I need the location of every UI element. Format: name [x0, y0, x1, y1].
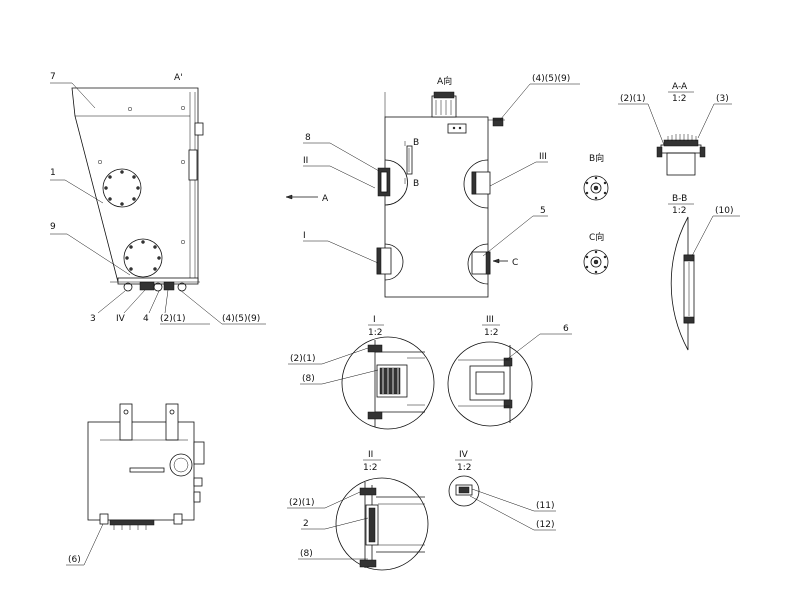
main-view-level-gauge: [406, 145, 413, 175]
main-view-top-label: A向: [437, 75, 452, 87]
detail-I: I 1:2 (2)(1) (8): [288, 315, 435, 430]
detail-III-circle: [447, 341, 533, 427]
section-bb-outline: [670, 216, 689, 351]
section-aa: A-A 1:2 (2)(1) (3): [618, 82, 732, 176]
section-bb-callout-10: (10): [715, 206, 733, 216]
callout-1: 1: [50, 168, 56, 178]
callout-III: III: [539, 152, 547, 162]
callout-3: 3: [90, 314, 96, 324]
detail-I-callout-2-1: (2)(1): [290, 354, 316, 364]
detail-I-callout-8: (8): [302, 374, 315, 384]
bottom-view-callout-6: (6): [68, 555, 81, 565]
detail-II-callout-2-1: (2)(1): [289, 498, 315, 508]
c-direction-flange: [583, 249, 609, 275]
side-view-lower-flange: [123, 238, 163, 278]
callout-4-5-9: (4)(5)(9): [222, 314, 260, 324]
bottom-view-right-lug: [165, 403, 179, 441]
side-view: [71, 87, 204, 292]
bottom-view-slot: [129, 467, 165, 473]
side-view-callouts: 7 A' 1 9 3 IV 4 (2)(1) (4)(5)(9): [50, 72, 266, 325]
detail-III-scale: 1:2: [484, 328, 498, 338]
detail-II-circle: [335, 477, 429, 571]
detail-II: II 1:2 (2)(1) 2 (8): [287, 450, 429, 571]
detail-IV-callout-12: (12): [536, 520, 554, 530]
main-view-detail-III-outline: [463, 159, 489, 209]
callout-2-1: (2)(1): [160, 314, 186, 324]
detail-II-callout-8: (8): [300, 549, 313, 559]
callout-5: 5: [540, 206, 546, 216]
section-mark-b-bottom: B: [413, 179, 419, 189]
side-view-side-bracket: [188, 149, 198, 181]
section-aa-callout-2-1: (2)(1): [620, 94, 646, 104]
main-view-lower-right-outline: [467, 243, 489, 285]
b-direction-flange: [583, 175, 609, 201]
detail-IV: IV 1:2 (11) (12): [448, 450, 556, 531]
main-view: [376, 91, 505, 298]
section-bb-scale: 1:2: [672, 206, 686, 216]
section-bb: B-B 1:2 (10): [668, 194, 740, 351]
detail-III-title: III: [486, 315, 494, 325]
main-view-labels: A向 (4)(5)(9) 8 II III I 5 B B A C: [285, 74, 580, 268]
main-view-filler-cap: [431, 95, 457, 118]
c-direction-label: C向: [589, 231, 604, 243]
main-view-detail-I-outline: [384, 243, 404, 281]
detail-I-title: I: [373, 315, 376, 325]
section-aa-scale: 1:2: [672, 94, 686, 104]
bottom-view-round-port: [169, 453, 193, 477]
bottom-view-left-lug: [119, 403, 133, 441]
main-view-top-right-callout: (4)(5)(9): [532, 74, 570, 84]
callout-IV: IV: [116, 314, 126, 324]
detail-IV-scale: 1:2: [457, 463, 471, 473]
callout-I: I: [303, 231, 306, 241]
detail-IV-circle: [448, 475, 480, 507]
arrow-C-label: C: [512, 258, 518, 268]
main-view-detail-II-outline: [384, 159, 408, 206]
callout-9: 9: [50, 222, 56, 232]
side-view-upper-flange: [102, 168, 142, 208]
detail-II-title: II: [368, 450, 373, 460]
arrow-A-label: A: [322, 194, 329, 204]
section-aa-callout-3: (3): [716, 94, 729, 104]
side-view-body: [71, 87, 199, 283]
direction-views: B向 C向: [583, 152, 609, 275]
detail-I-circle: [341, 336, 435, 430]
detail-II-callout-2: 2: [303, 519, 309, 529]
detail-II-scale: 1:2: [363, 463, 377, 473]
detail-I-scale: 1:2: [368, 328, 382, 338]
side-view-top-fitting: [194, 122, 204, 136]
detail-III-callout-6: 6: [563, 324, 569, 334]
section-aa-body: [666, 152, 696, 176]
detail-III: III 1:2 6: [447, 315, 572, 427]
callout-7: 7: [50, 72, 56, 82]
side-view-label: A': [174, 73, 183, 83]
detail-IV-callout-11: (11): [536, 501, 554, 511]
detail-IV-title: IV: [459, 450, 469, 460]
bottom-view: (6): [66, 403, 205, 566]
section-bb-title: B-B: [672, 194, 687, 204]
section-aa-title: A-A: [672, 82, 688, 92]
callout-II: II: [303, 156, 308, 166]
callout-8: 8: [305, 133, 311, 143]
side-view-bottom-rail: [117, 277, 199, 285]
callout-4: 4: [143, 314, 149, 324]
b-direction-label: B向: [589, 152, 604, 164]
section-mark-b-top: B: [413, 138, 419, 148]
